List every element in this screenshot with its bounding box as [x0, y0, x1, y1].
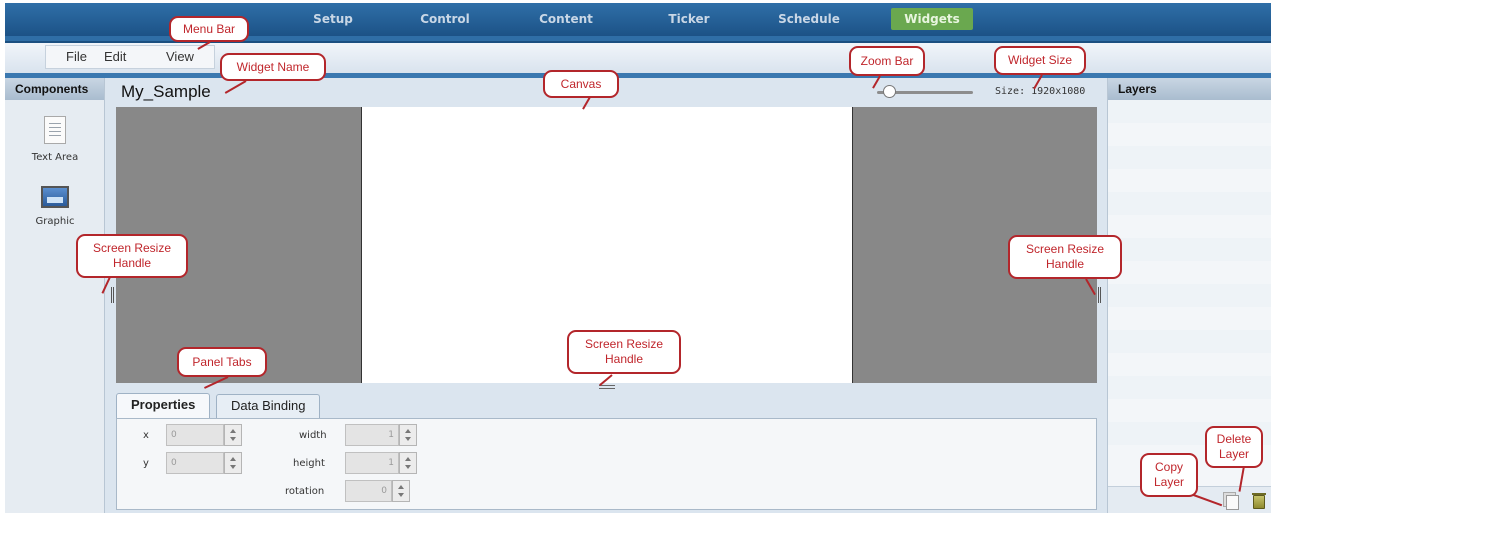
x-field[interactable]: 0: [166, 424, 224, 446]
nav-content[interactable]: Content: [539, 12, 593, 26]
y-spin-buttons[interactable]: [224, 452, 242, 474]
callout-panel-tabs: Panel Tabs: [177, 347, 267, 377]
components-panel: Components Text Area Graphic: [5, 78, 105, 513]
nav-control[interactable]: Control: [420, 12, 470, 26]
resize-handle-left[interactable]: [111, 287, 114, 303]
width-stepper[interactable]: 1: [345, 424, 417, 446]
y-stepper[interactable]: 0: [166, 452, 244, 474]
layer-row: [1108, 330, 1271, 353]
layers-title: Layers: [1108, 78, 1271, 100]
widget-size: Size: 1920x1080: [995, 86, 1086, 97]
menu-divider: [5, 73, 1271, 78]
height-label: height: [293, 458, 325, 469]
y-label: y: [143, 458, 149, 469]
zoom-bar[interactable]: [877, 91, 973, 94]
rotation-label: rotation: [285, 486, 325, 497]
resize-handle-right[interactable]: [1098, 287, 1101, 303]
callout-copy-layer: Copy Layer: [1140, 453, 1198, 497]
layers-panel: Layers: [1107, 78, 1271, 513]
x-stepper[interactable]: 0: [166, 424, 244, 446]
layer-row: [1108, 192, 1271, 215]
callout-resize-handle-left: Screen Resize Handle: [76, 234, 188, 278]
callout-widget-size: Widget Size: [994, 46, 1086, 75]
width-spin-buttons[interactable]: [399, 424, 417, 446]
y-field[interactable]: 0: [166, 452, 224, 474]
graphic-icon: [41, 186, 69, 208]
layer-row: [1108, 376, 1271, 399]
rotation-spin-buttons[interactable]: [392, 480, 410, 502]
nav-schedule[interactable]: Schedule: [778, 12, 840, 26]
menu-file[interactable]: File: [66, 49, 87, 64]
x-spin-buttons[interactable]: [224, 424, 242, 446]
width-field[interactable]: 1: [345, 424, 399, 446]
height-spin-buttons[interactable]: [399, 452, 417, 474]
callout-delete-layer: Delete Layer: [1205, 426, 1263, 468]
layer-row: [1108, 284, 1271, 307]
widget-name[interactable]: My_Sample: [121, 82, 211, 101]
callout-canvas: Canvas: [543, 70, 619, 98]
menu-edit[interactable]: Edit: [104, 49, 127, 64]
layer-row: [1108, 146, 1271, 169]
callout-zoom-bar: Zoom Bar: [849, 46, 925, 76]
nav-setup[interactable]: Setup: [313, 12, 353, 26]
properties-panel: x 0 y 0 width 1 height 1 rotation 0: [116, 418, 1097, 510]
layer-row: [1108, 238, 1271, 261]
component-graphic-label: Graphic: [35, 216, 75, 227]
nav-widgets[interactable]: Widgets: [891, 8, 973, 30]
callout-resize-handle-bottom: Screen Resize Handle: [567, 330, 681, 374]
components-title: Components: [5, 78, 104, 100]
x-label: x: [143, 430, 149, 441]
nav-ticker[interactable]: Ticker: [668, 12, 710, 26]
rotation-stepper[interactable]: 0: [345, 480, 410, 502]
copy-layer-icon[interactable]: [1226, 495, 1239, 510]
component-text-area-label: Text Area: [31, 152, 79, 163]
layer-row: [1108, 100, 1271, 123]
menu-strip: File Edit View: [45, 45, 215, 69]
editor-area: My_Sample Size: 1920x1080 Properties Dat…: [105, 78, 1107, 513]
nav-divider: [5, 36, 1271, 43]
resize-handle-bottom[interactable]: [599, 385, 615, 389]
width-label: width: [299, 430, 327, 441]
menu-view[interactable]: View: [166, 49, 194, 64]
text-area-icon: [44, 116, 66, 144]
delete-layer-icon[interactable]: [1252, 493, 1266, 509]
tab-properties[interactable]: Properties: [116, 393, 211, 419]
callout-widget-name: Widget Name: [220, 53, 326, 81]
height-field[interactable]: 1: [345, 452, 399, 474]
callout-menu-bar: Menu Bar: [169, 16, 249, 42]
rotation-field[interactable]: 0: [345, 480, 392, 502]
component-graphic[interactable]: Graphic: [5, 186, 105, 227]
zoom-slider-knob[interactable]: [883, 85, 896, 98]
tab-data-binding[interactable]: Data Binding: [216, 394, 321, 418]
height-stepper[interactable]: 1: [345, 452, 417, 474]
callout-resize-handle-right: Screen Resize Handle: [1008, 235, 1122, 279]
component-text-area[interactable]: Text Area: [5, 116, 105, 163]
